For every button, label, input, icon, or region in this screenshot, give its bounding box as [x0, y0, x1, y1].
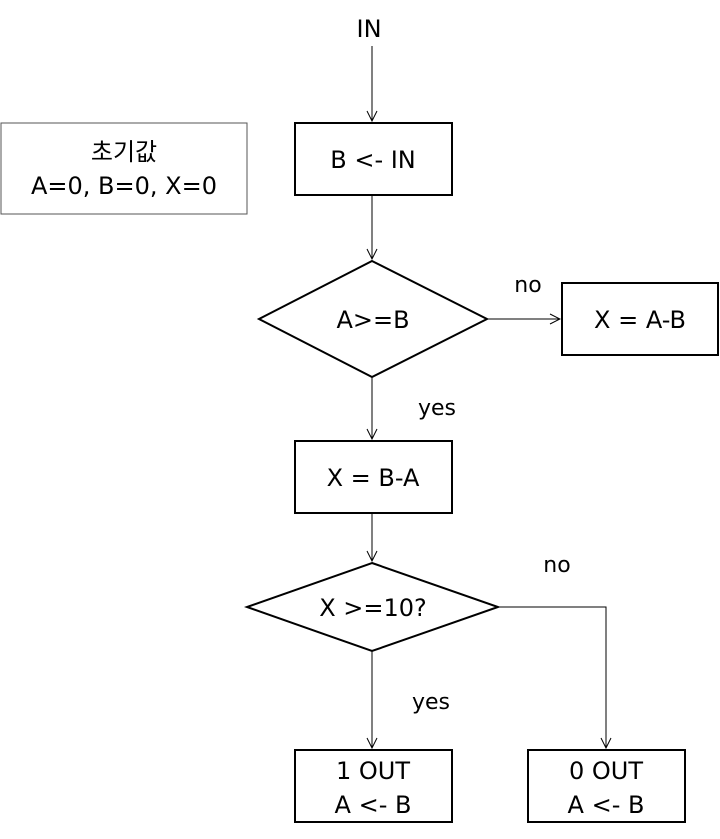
- output-zero-line1: 0 OUT: [569, 757, 643, 785]
- x-b-minus-a-box: X = B-A: [294, 440, 453, 514]
- output-one-box: 1 OUT A <- B: [294, 749, 453, 823]
- output-one-line1: 1 OUT: [336, 757, 410, 785]
- output-zero-line2: A <- B: [568, 791, 645, 819]
- decision1-yes-label: yes: [418, 396, 456, 421]
- x-a-minus-b-box: X = A-B: [561, 282, 719, 356]
- decision-a-gte-b-label: A>=B: [336, 306, 409, 334]
- decision1-no-label: no: [514, 273, 541, 298]
- output-one-line2: A <- B: [335, 791, 412, 819]
- initial-values-box: 초기값 A=0, B=0, X=0: [0, 122, 248, 215]
- x-a-minus-b-label: X = A-B: [594, 306, 686, 334]
- output-zero-box: 0 OUT A <- B: [527, 749, 686, 823]
- decision2-no-label: no: [543, 553, 570, 578]
- initial-values-text: A=0, B=0, X=0: [31, 172, 217, 200]
- assign-b-box: B <- IN: [294, 122, 453, 196]
- decision-a-gte-b: A>=B: [256, 259, 490, 379]
- decision-x-gte-10-label: X >=10?: [319, 594, 427, 622]
- arrow-decision2-no: [498, 606, 606, 748]
- decision2-yes-label: yes: [412, 690, 450, 715]
- x-b-minus-a-label: X = B-A: [327, 464, 420, 492]
- assign-b-label: B <- IN: [330, 146, 416, 174]
- initial-values-title: 초기값: [91, 138, 157, 166]
- input-label: IN: [356, 15, 381, 43]
- decision-x-gte-10: X >=10?: [243, 561, 502, 653]
